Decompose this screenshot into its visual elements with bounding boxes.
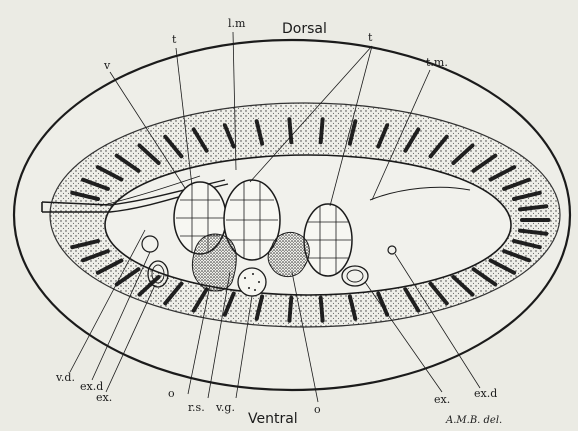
ventral-label: Ventral xyxy=(248,412,298,426)
label-o-right: o xyxy=(314,404,321,415)
label-v: v xyxy=(104,60,110,71)
label-exd-right: ex.d xyxy=(474,388,497,399)
dorsal-label: Dorsal xyxy=(282,22,327,36)
muscle-bundle xyxy=(289,118,291,142)
muscle-bundle xyxy=(321,118,323,142)
label-vg: v.g. xyxy=(216,402,235,413)
label-t-left: t xyxy=(172,34,176,45)
ovary-left xyxy=(192,234,236,291)
label-rs: r.s. xyxy=(188,402,205,413)
label-ex-right: ex. xyxy=(434,394,450,405)
muscle-bundle xyxy=(321,298,323,322)
label-lm: l.m xyxy=(228,18,245,29)
muscle-bundle xyxy=(289,298,291,322)
label-vd: v.d. xyxy=(56,372,75,383)
label-tm: t.m. xyxy=(426,57,448,68)
label-ex-left: ex. xyxy=(96,392,112,403)
label-t-right: t xyxy=(368,32,372,43)
receptaculum-seminis xyxy=(238,268,266,296)
artist-signature: A.M.B. del. xyxy=(446,416,502,426)
testis-right xyxy=(304,204,352,276)
label-o-left: o xyxy=(168,388,175,399)
